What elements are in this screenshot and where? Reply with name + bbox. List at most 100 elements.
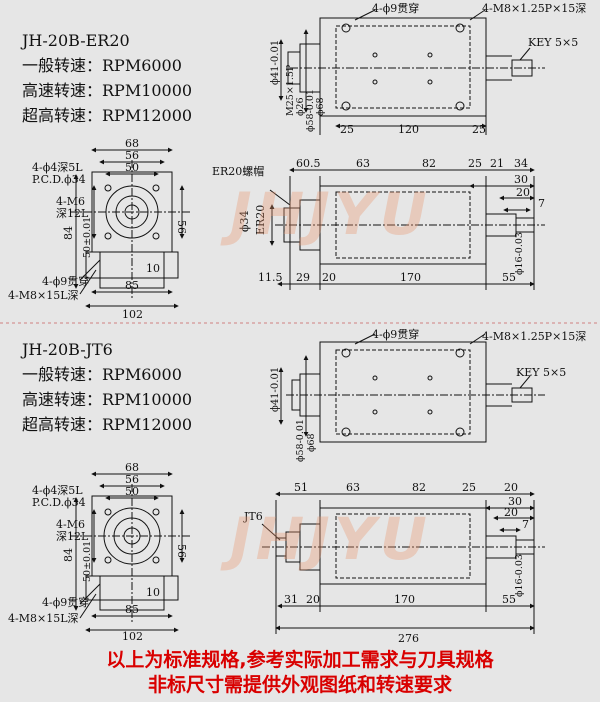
bottom-l30: 30	[508, 495, 522, 508]
top-model-title: JH-20B-ER20	[22, 31, 130, 50]
bottom-d16: ϕ16-0.03	[514, 554, 525, 597]
top-l63: 63	[356, 157, 370, 170]
top-s50v: 50±0.01	[82, 217, 93, 258]
bottom-speed-normal: 一般转速：RPM6000	[22, 365, 182, 384]
top-s50: 50	[125, 161, 139, 174]
bottom-l82: 82	[412, 481, 426, 494]
bottom-l25: 25	[462, 481, 476, 494]
top-labels: 4-ϕ9贯穿 4-M8×1.25P×15深 KEY 5×5 ϕ41-0.01 M…	[8, 1, 586, 321]
top-side-view	[278, 9, 545, 135]
top-m25: M25×1.5P	[285, 64, 296, 116]
top-l55: 55	[502, 271, 516, 284]
top-s68: 68	[125, 137, 139, 150]
top-er20nut: ER20螺帽	[212, 165, 264, 178]
bottom-d68: ϕ68	[306, 433, 317, 452]
footer-line-1: 以上为标准规格,参考实际加工需求与刀具规格	[106, 649, 494, 671]
top-l34: 34	[514, 157, 528, 170]
bottom-jt6-view	[261, 491, 545, 634]
top-s4phi9: 4-ϕ9贯穿	[42, 274, 89, 288]
top-l20b: 20	[322, 271, 336, 284]
top-er20: ER20	[254, 205, 267, 235]
top-l29: 29	[296, 271, 310, 284]
top-d16: ϕ16-0.03	[514, 232, 525, 275]
top-l7: 7	[538, 197, 545, 210]
top-thru-holes: 4-ϕ9贯穿	[372, 1, 419, 15]
top-d26: ϕ26	[295, 97, 306, 116]
bottom-s68: 68	[125, 461, 139, 474]
top-s10: 10	[146, 262, 160, 275]
footer-notes: 以上为标准规格,参考实际加工需求与刀具规格 非标尺寸需提供外观图纸和转速要求	[0, 648, 600, 698]
top-l605: 60.5	[296, 157, 321, 170]
top-s4m6: 4-M6	[56, 195, 85, 208]
top-w25b: 25	[472, 123, 486, 136]
bottom-s4m6: 4-M6	[56, 518, 85, 531]
top-l20: 20	[516, 186, 530, 199]
bottom-speed-high: 高速转速：RPM10000	[22, 390, 193, 409]
top-front-view	[70, 147, 190, 309]
footer-line-2: 非标尺寸需提供外观图纸和转速要求	[147, 674, 452, 696]
bottom-model-title: JH-20B-JT6	[22, 340, 113, 359]
bottom-jt6: JT6	[243, 510, 263, 523]
bottom-l20b: 20	[504, 506, 518, 519]
top-er20-view	[269, 167, 545, 290]
bottom-l63: 63	[346, 481, 360, 494]
bottom-side-view	[278, 333, 545, 443]
bottom-thru-holes: 4-ϕ9贯穿	[372, 327, 419, 341]
bottom-speed-ultra: 超高转速：RPM12000	[22, 415, 193, 434]
bottom-s50: 50	[125, 485, 139, 498]
bottom-s10: 10	[146, 586, 160, 599]
bottom-labels: 4-ϕ9贯穿 4-M8×1.25P×15深 KEY 5×5 ϕ41-0.01 ϕ…	[8, 327, 586, 645]
top-w120: 120	[398, 123, 419, 136]
bottom-front-view	[70, 471, 190, 633]
top-spec-block: JH-20B-ER20 一般转速：RPM6000 高速转速：RPM10000 超…	[22, 28, 192, 128]
bottom-l51: 51	[294, 481, 308, 494]
top-l25: 25	[468, 157, 482, 170]
top-l21: 21	[490, 157, 504, 170]
bottom-s50v: 50±0.01	[82, 541, 93, 582]
top-speed-high: 高速转速：RPM10000	[22, 81, 193, 100]
top-d68: ϕ68	[315, 97, 326, 116]
bottom-l31: 31	[284, 593, 298, 606]
top-s84: 84	[62, 226, 75, 240]
top-l170: 170	[400, 271, 421, 284]
bottom-pcd: P.C.D.ϕ34	[32, 496, 86, 509]
bottom-s102: 102	[122, 630, 143, 643]
top-tapped: 4-M8×1.25P×15深	[482, 2, 586, 15]
bottom-spec-block: JH-20B-JT6 一般转速：RPM6000 高速转速：RPM10000 超高…	[22, 337, 192, 437]
top-speed-normal: 一般转速：RPM6000	[22, 56, 182, 75]
top-key: KEY 5×5	[528, 36, 578, 49]
bottom-s4phi9: 4-ϕ9贯穿	[42, 595, 89, 609]
top-l115: 11.5	[258, 271, 283, 284]
bottom-key: KEY 5×5	[516, 366, 566, 379]
bottom-s56: 56	[125, 473, 139, 486]
top-speed-ultra: 超高转速：RPM12000	[22, 106, 193, 125]
bottom-d58: ϕ58-0.01	[295, 419, 306, 462]
bottom-s12l: 深12L	[56, 530, 89, 543]
bottom-s85: 85	[125, 603, 139, 616]
bottom-l20: 20	[504, 481, 518, 494]
bottom-l20c: 20	[306, 593, 320, 606]
top-w25a: 25	[340, 123, 354, 136]
top-l82: 82	[422, 157, 436, 170]
top-pcd: P.C.D.ϕ34	[32, 173, 86, 186]
bottom-l55: 55	[502, 593, 516, 606]
bottom-s4m8: 4-M8×15L深	[8, 612, 79, 625]
bottom-l7: 7	[522, 518, 529, 531]
top-s85: 85	[125, 279, 139, 292]
bottom-s56v: 56	[175, 544, 188, 558]
bottom-tapped: 4-M8×1.25P×15深	[482, 330, 586, 343]
top-d34: ϕ34	[238, 211, 251, 233]
top-s56: 56	[125, 149, 139, 162]
top-s4phi4: 4-ϕ4深5L	[32, 161, 83, 174]
top-s56v: 56	[175, 220, 188, 234]
bottom-d41: ϕ41-0.01	[270, 367, 281, 412]
top-s4m8: 4-M8×15L深	[8, 289, 79, 302]
top-l30: 30	[514, 173, 528, 186]
bottom-l170: 170	[394, 593, 415, 606]
top-d58: ϕ58-0.01	[305, 89, 316, 132]
top-s12l: 深12L	[56, 207, 89, 220]
top-s102: 102	[122, 308, 143, 321]
bottom-s4phi4: 4-ϕ4深5L	[32, 484, 83, 497]
bottom-s84: 84	[62, 548, 75, 562]
